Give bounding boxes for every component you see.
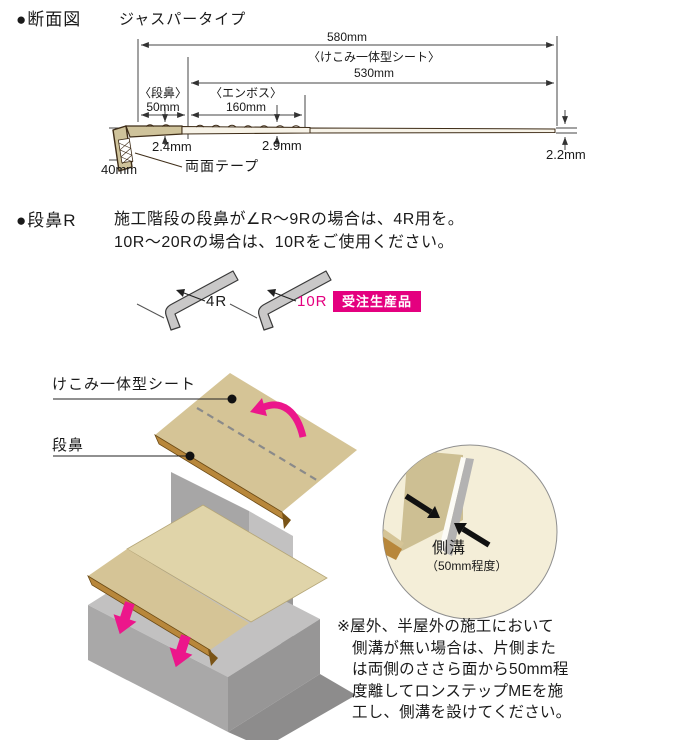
nose-r-text-line1: 施工階段の段鼻が∠R～9Rの場合は、4R用を。 (114, 211, 465, 228)
dim-nose-label: 〈段鼻〉 (138, 86, 188, 100)
dim-emboss-label: 〈エンボス〉 (209, 86, 283, 100)
section-nose-r-heading: ●段鼻R (16, 211, 77, 230)
gutter-arrows (404, 493, 491, 548)
emboss-bumps (145, 124, 301, 128)
note-line: 工し、側溝を設けてください。 (352, 704, 572, 722)
note-line: ※屋外、半屋外の施工において (337, 618, 554, 635)
dim-sheet-width: 530mm (353, 66, 395, 80)
outdoor-note: ※屋外、半屋外の施工において 側溝が無い場合は、片側また は両側のささら面から5… (337, 616, 589, 724)
dim-nose-width: 50mm (146, 100, 180, 114)
dim-emboss-width: 160mm (225, 100, 267, 114)
gutter-sublabel: （50mm程度） (426, 559, 508, 573)
dim-thickness-nose: 2.4mm (152, 139, 192, 154)
fold-direction-arrow (250, 398, 307, 438)
nose-r-shapes (136, 270, 332, 331)
label-4r: 4R (206, 293, 228, 310)
tape-hatch (117, 137, 134, 165)
cross-section-profile (112, 124, 556, 172)
note-line: は両側のささら面から50mm程 (352, 661, 569, 679)
dim-total-width: 580mm (326, 30, 368, 44)
label-10r: 10R (297, 293, 328, 310)
nose-r-text-line2: 10R～20Rの場合は、10Rをご使用ください。 (114, 234, 455, 251)
stairs-illustration (53, 373, 357, 740)
note-line: 度離してロンステップMEを施 (352, 682, 564, 700)
label-nose: 段鼻 (52, 437, 85, 454)
gutter-detail-circle (382, 444, 558, 620)
dim-nose-height: 40mm (101, 162, 138, 177)
install-arrow-1 (113, 601, 137, 635)
type-label: ジャスパータイプ (119, 11, 247, 28)
tape-label: 両面テープ (185, 158, 260, 174)
made-to-order-badge: 受注生産品 (333, 291, 421, 312)
install-arrow-2 (169, 634, 193, 668)
dim-sheet-group-label: 〈けこみ一体型シート〉 (307, 50, 441, 64)
dim-thickness-end: 2.2mm (546, 147, 586, 162)
dim-thickness-emboss: 2.9mm (262, 138, 302, 153)
gutter-label: 側溝 (432, 540, 467, 557)
label-kekomi-sheet: けこみ一体型シート (52, 376, 197, 393)
note-line: 側溝が無い場合は、片側また (352, 639, 557, 657)
section-cross-section-heading: ●断面図 (16, 10, 82, 29)
